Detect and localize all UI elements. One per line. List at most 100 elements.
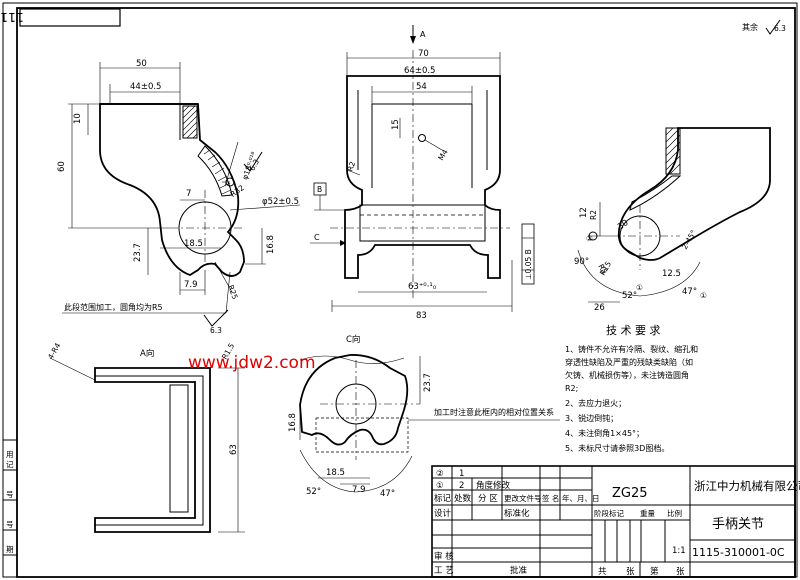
rev-marker-1b: ① <box>700 291 707 300</box>
hdr-stage: 阶段标记 <box>594 508 624 518</box>
title-drawing-number: 1115-310001-0C <box>692 546 785 559</box>
technical-requirements: 技 术 要 求 1、铸件不允许有冷隔、裂纹、缩孔和 穿透性缺陷及严重的残缺类缺陷… <box>565 324 698 453</box>
title-block: ② 1 ① 2 角度修改 标记 处数 分 区 更改文件号 签 名 年、月、日 设… <box>431 465 800 578</box>
dim-12-5: 12.5 <box>662 269 681 279</box>
tech-req-title: 技 术 要 求 <box>606 324 661 337</box>
strip-label-1: 用 <box>6 450 14 459</box>
dim-R2: R2 <box>345 160 357 173</box>
left-main-view: 50 44±0.5 10 60 7 18.5 23.7 7.9 16.8 φ52… <box>57 59 301 335</box>
dim-26: 26 <box>594 303 605 313</box>
tech-req-line-4: R2; <box>565 384 578 393</box>
tech-req-line-2: 穿透性缺陷及严重的残缺类缺陷（如 <box>565 357 693 367</box>
roughness-symbol: 6.3 <box>765 19 786 35</box>
tech-req-line-8: 5、未标尺寸请参照3D图档。 <box>565 443 669 453</box>
dim-16-8: 16.8 <box>266 235 276 254</box>
dim-23-7b: 23.7 <box>423 373 433 392</box>
dim-60: 60 <box>57 161 67 172</box>
hdr-page-unit: 张 <box>676 567 685 577</box>
watermark: www.jdw2.com <box>188 353 316 373</box>
dim-16-8b: 16.8 <box>288 413 298 432</box>
rev-row-2-count: 1 <box>459 469 464 479</box>
dim-44: 44±0.5 <box>130 82 161 92</box>
scale-value: 1:1 <box>672 546 686 556</box>
dim-M4: M4 <box>436 148 450 162</box>
hdr-approve: 批准 <box>510 565 528 576</box>
machining-note: 此段范围加工，圆角均为R5 <box>64 302 163 312</box>
hdr-standard: 标准化 <box>504 508 530 519</box>
dim-23-7: 23.7 <box>133 243 143 262</box>
rev-row-1-note: 角度修改 <box>476 480 511 491</box>
dim-70: 70 <box>418 49 429 59</box>
relative-note: 加工时注意此框内的相对位置关系 <box>434 407 554 417</box>
tech-req-line-7: 4、未注倒角1×45°； <box>565 428 644 438</box>
right-view: 12 R2 30 2-45° R5 R15 12.5 90° 52° 47° 2… <box>574 127 771 313</box>
dim-4-R4: 4-R4 <box>46 341 63 361</box>
hdr-weight: 重量 <box>640 509 655 518</box>
middle-view: A M4 70 64±0.5 54 15 R2 B <box>310 25 535 321</box>
company-name: 浙江中力机械有限公司 <box>694 479 800 493</box>
rev-row-1-mark: ① <box>436 481 444 491</box>
hdr-mark: 标记 <box>434 493 452 504</box>
strip-label-4: 号 <box>6 520 14 529</box>
dim-R2b: R2 <box>589 210 598 220</box>
dim-54: 54 <box>416 82 427 92</box>
c-view: C向 16.8 23.7 18.5 7.9 52° 47° 加工时注意此框内的相… <box>288 334 560 499</box>
angle-52: 52° <box>622 291 637 301</box>
rotated-drawing-number: 1115-310001-0C <box>0 10 24 25</box>
angle-47: 47° <box>682 287 697 297</box>
hdr-process: 工 艺 <box>434 566 454 576</box>
dim-64: 64±0.5 <box>404 66 435 76</box>
part-name: 手柄关节 <box>712 517 764 532</box>
hdr-sign: 签 名 <box>542 493 559 503</box>
angle-52b: 52° <box>306 487 321 497</box>
strip-label-3: 号 <box>6 490 14 499</box>
roughness-note: 其余 <box>742 22 758 32</box>
svg-text:6.3: 6.3 <box>774 24 786 33</box>
angle-47b: 47° <box>380 489 395 499</box>
rev-row-2-mark: ② <box>436 469 444 479</box>
dim-63: 63⁺⁰·¹₀ <box>408 282 437 292</box>
rev-marker-1a: ① <box>636 283 643 292</box>
dim-10: 10 <box>73 113 83 124</box>
label-C: C <box>314 233 320 242</box>
rev-row-1-count: 2 <box>459 481 464 491</box>
strip-label-2: 记 <box>6 460 14 469</box>
hdr-sheet-unit: 张 <box>626 567 635 577</box>
dim-7-9: 7.9 <box>184 280 198 290</box>
section-a-arrow: A <box>420 30 426 39</box>
dim-6-3b: 6.3 <box>210 326 222 335</box>
tech-req-line-6: 3、锐边倒钝； <box>565 413 618 423</box>
dim-phi52: φ52±0.5 <box>262 197 299 207</box>
hdr-design: 设计 <box>434 508 452 519</box>
angle-90: 90° <box>574 257 589 267</box>
tech-req-line-1: 1、铸件不允许有冷隔、裂纹、缩孔和 <box>565 344 698 354</box>
hdr-sheets: 共 <box>598 567 607 577</box>
rev-marker-2: ② <box>586 234 593 243</box>
dim-R15: R15 <box>598 260 613 277</box>
c-view-label: C向 <box>346 334 360 345</box>
dim-7: 7 <box>186 189 191 199</box>
hdr-scale: 比例 <box>667 508 682 518</box>
material: ZG25 <box>612 486 648 501</box>
hdr-doc: 更改文件号 <box>504 493 542 503</box>
strip-label-5: 期 <box>6 545 14 554</box>
dim-15: 15 <box>391 119 401 130</box>
dim-R5: R5 <box>596 263 609 276</box>
dim-2-45: 2-45° <box>680 228 698 251</box>
dim-7-9b: 7.9 <box>352 485 366 495</box>
dim-63b: 63 <box>229 444 239 455</box>
label-B: B <box>317 185 322 194</box>
rotated-number-box <box>19 8 121 27</box>
tech-req-line-5: 2、去应力退火； <box>565 398 626 408</box>
dim-18-5b: 18.5 <box>326 468 345 478</box>
dim-12: 12 <box>579 207 589 218</box>
dim-50: 50 <box>136 59 147 69</box>
dim-83: 83 <box>416 311 427 321</box>
hdr-zone: 分 区 <box>478 494 498 504</box>
dim-18-5: 18.5 <box>184 239 203 249</box>
hdr-page: 第 <box>650 566 659 577</box>
hdr-count: 处数 <box>454 493 472 504</box>
inner-frame <box>16 7 796 578</box>
